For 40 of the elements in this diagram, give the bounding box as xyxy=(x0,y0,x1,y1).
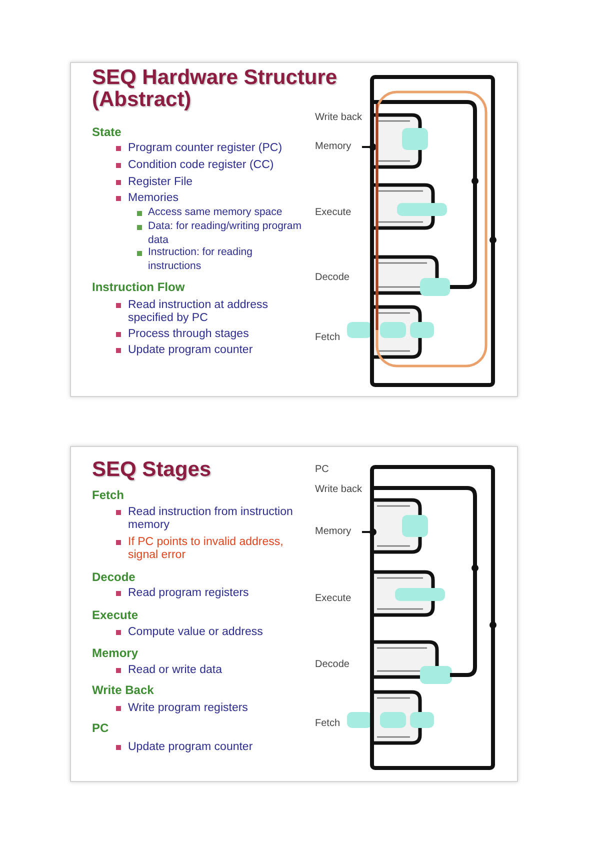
bullet-text: Update program counter xyxy=(128,344,254,356)
section-heading: Instruction Flow xyxy=(92,280,185,294)
bullet-text: Compute value or address xyxy=(128,626,264,638)
bullet-text: Process through stages xyxy=(128,328,250,340)
section-heading: Memory xyxy=(92,646,138,660)
section-heading: Write Back xyxy=(92,683,154,697)
bullet-text: Read instruction at address specified by PC xyxy=(128,298,269,324)
bullet-text: Condition code register (CC) xyxy=(128,158,275,172)
stage-label: Execute xyxy=(315,593,352,605)
sub-bullet-text: Instruction: for reading instructions xyxy=(148,246,254,274)
sub-bullet-text: Access same memory space xyxy=(148,206,284,220)
bullet-text: Read or write data xyxy=(128,664,223,676)
stage-label: Memory xyxy=(315,526,352,538)
bullet-text: Memories xyxy=(128,192,180,204)
slide-title: SEQ Hardware Structure (Abstract) xyxy=(92,67,338,111)
stage-label: Memory xyxy=(315,141,352,153)
stage-label: Decode xyxy=(315,659,350,671)
sub-bullet-text: Data: for reading/writing program data xyxy=(148,220,302,247)
bullet-text: Update program counter xyxy=(128,740,254,754)
slide-title: SEQ Stages xyxy=(92,459,212,481)
stage-label: Fetch xyxy=(315,332,340,344)
section-heading: Fetch xyxy=(92,488,124,502)
bullet-text: Program counter register (PC) xyxy=(128,142,284,154)
bullet-text: Write program registers xyxy=(128,702,249,714)
slide-panel xyxy=(70,62,518,397)
section-heading: Execute xyxy=(92,608,138,622)
stage-label: PC xyxy=(315,464,329,476)
stage-label: Fetch xyxy=(315,718,340,730)
section-heading: PC xyxy=(92,721,109,735)
stage-label: Decode xyxy=(315,272,350,284)
stage-label: Execute xyxy=(315,207,352,219)
section-heading: Decode xyxy=(92,570,136,584)
stage-label: Write back xyxy=(315,112,362,124)
bullet-text: Register File xyxy=(128,176,194,188)
bullet-text: Read program registers xyxy=(128,586,250,600)
bullet-text: If PC points to invalid address, signal error xyxy=(128,536,284,562)
slide-panel xyxy=(70,446,518,782)
bullet-text: Read instruction from instruction memory xyxy=(128,506,294,532)
stage-label: Write back xyxy=(315,484,362,496)
section-heading: State xyxy=(92,125,122,139)
